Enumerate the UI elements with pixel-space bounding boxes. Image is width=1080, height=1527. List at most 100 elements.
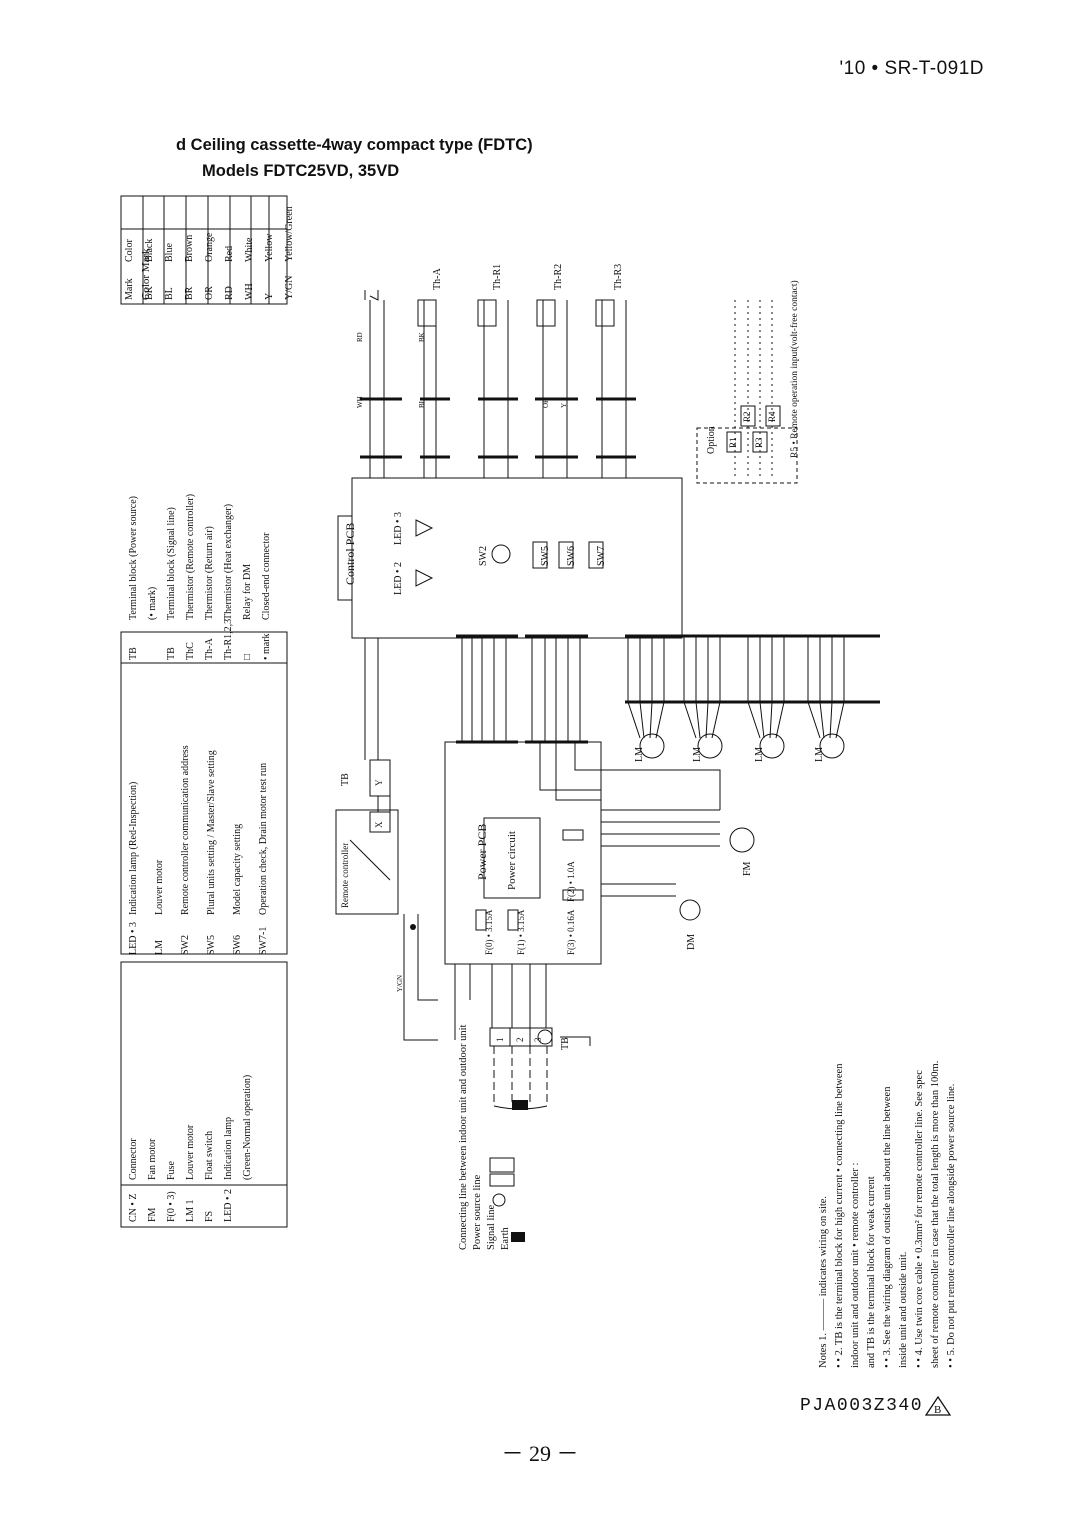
part-number-text: PJA003Z340	[800, 1396, 924, 1416]
power-pcb-label: Power PCB	[475, 823, 489, 880]
note-line: • • 5. Do not put remote controller line…	[946, 1083, 957, 1368]
legend-value: Fuse	[166, 1161, 177, 1180]
note-line: sheet of remote controller in case that …	[930, 1060, 941, 1368]
legend-key: SW5	[206, 935, 217, 955]
note-line: • • 2. TB is the terminal block for high…	[834, 1063, 845, 1368]
legend-key: FS	[204, 1210, 215, 1222]
switch-label: SW7	[596, 546, 607, 566]
legend-key: Y	[264, 292, 275, 300]
relay-label: R4	[767, 411, 777, 422]
title-line-2: Models FDTC25VD, 35VD	[202, 162, 400, 180]
legend-value: White	[244, 237, 255, 262]
legend-value: Color	[124, 239, 135, 262]
section-title: d Ceiling cassette-4way compact type (FD…	[176, 132, 533, 184]
legend-value: (Green-Normal operation)	[242, 1074, 253, 1180]
legend-value: Thermistor (Heat exchanger)	[223, 503, 234, 620]
motor-label: LM	[692, 747, 703, 762]
legend-value: Fan motor	[147, 1138, 158, 1180]
terminal-label: TB	[340, 773, 351, 786]
motor-label: LM	[814, 747, 825, 762]
legend-value: Louver motor	[154, 859, 165, 915]
legend-key: LED • 3	[128, 922, 139, 955]
relay-label: R3	[754, 437, 764, 448]
legend-value: Orange	[204, 232, 215, 262]
legend-key: BK	[144, 286, 155, 300]
legend-key: Mark	[124, 278, 135, 300]
legend-value: Louver motor	[185, 1124, 196, 1180]
legend-value: Connector	[128, 1138, 139, 1180]
legend-value: Operation check, Drain motor test run	[258, 762, 269, 915]
document-number: '10 • SR-T-091D	[839, 58, 984, 79]
legend-value: Yellow/Green	[284, 206, 295, 262]
wire-color: WH	[356, 396, 364, 408]
revision-triangle-icon: B	[925, 1396, 952, 1416]
thermistor-label: Th-R2	[553, 263, 564, 290]
terminal-label: TB	[560, 1037, 571, 1050]
wire-color: BL	[418, 399, 426, 408]
legend-key: F(0 • 3)	[166, 1191, 177, 1222]
legend-key: WH	[244, 283, 255, 300]
terminal-label: X	[374, 821, 384, 829]
legend-value: Brown	[184, 234, 195, 262]
color-legend-box	[120, 195, 288, 305]
wire-color: Y	[560, 402, 568, 408]
terminal-label: 2	[515, 1037, 525, 1043]
switch-label: SW6	[566, 546, 577, 566]
power-pcb-box	[444, 741, 602, 965]
fuse-label: F(3) • 0.16A	[566, 909, 576, 955]
revision-letter: B	[934, 1404, 943, 1416]
lines-legend-item: Signal line	[486, 1204, 497, 1250]
motor-label: FM	[742, 861, 753, 876]
note-line: inside unit and outside unit.	[898, 1251, 909, 1368]
legend-value: Black	[144, 238, 155, 262]
legend-value: Float switch	[204, 1130, 215, 1180]
relay-label: R1	[728, 437, 738, 448]
legend-value: Indication lamp	[223, 1116, 234, 1180]
note-line: indoor unit and outdoor unit • remote co…	[850, 1162, 861, 1368]
motor-label: LM	[634, 747, 645, 762]
legend-value: Relay for DM	[242, 563, 253, 620]
lines-legend-item: Connecting line between indoor unit and …	[458, 1024, 469, 1250]
terminal-label: 1	[495, 1037, 505, 1043]
legend-key: Y/GN	[284, 275, 295, 300]
control-pcb-label: Control PCB	[343, 522, 357, 585]
legend-value: Terminal block (Signal line)	[166, 507, 177, 620]
part-number: PJA003Z340 B	[800, 1396, 952, 1416]
legend-key: • mark	[261, 633, 272, 660]
legend-value: Plural units setting / Master/Slave sett…	[206, 750, 217, 915]
legend-key: TB	[128, 647, 139, 660]
fuse-label: F(0) • 3.15A	[484, 909, 494, 955]
wire-color: BK	[418, 332, 426, 342]
note-line: and TB is the terminal block for weak cu…	[866, 1176, 877, 1368]
legend-value: Indication lamp (Red-Inspection)	[128, 781, 139, 915]
option-note: R5 • Remote operation input(volt-free co…	[790, 280, 800, 458]
option-label: Option	[706, 426, 717, 454]
thermistor-label: Th-A	[432, 268, 443, 290]
switch-label: SW5	[540, 546, 551, 566]
wire-color: RD	[356, 332, 364, 342]
legend-key: TB	[166, 647, 177, 660]
legend-key: CN • Z	[128, 1193, 139, 1222]
legend-value: Thermistor (Return air)	[204, 526, 215, 620]
legend-value: Model capacity setting	[232, 823, 243, 915]
terminal-label: 3	[533, 1037, 543, 1043]
led-label: LED • 3	[393, 512, 404, 545]
legend-key: Th-A	[204, 638, 215, 660]
wire-color: OR	[542, 398, 550, 408]
legend-key: □	[242, 653, 253, 660]
thermistor-label: Th-R1	[492, 263, 503, 290]
fuse-label: F(2) • 1.0A	[566, 861, 576, 902]
legend-key: Th-R1,2,3	[223, 618, 234, 660]
fuse-label: F(1) • 3.15A	[516, 909, 526, 955]
note-line: • • 3. See the wiring diagram of outside…	[882, 1086, 893, 1368]
legend-key: LM	[154, 940, 165, 955]
legend-value: Blue	[164, 243, 175, 262]
legend-key: BR	[184, 286, 195, 300]
switch-label: SW2	[478, 546, 489, 566]
lines-legend-item: Power source line	[472, 1174, 483, 1250]
remote-controller-box	[335, 809, 399, 915]
relay-label: R2	[742, 411, 752, 422]
legend-value: Yellow	[264, 233, 275, 262]
legend-key: RD	[224, 286, 235, 300]
